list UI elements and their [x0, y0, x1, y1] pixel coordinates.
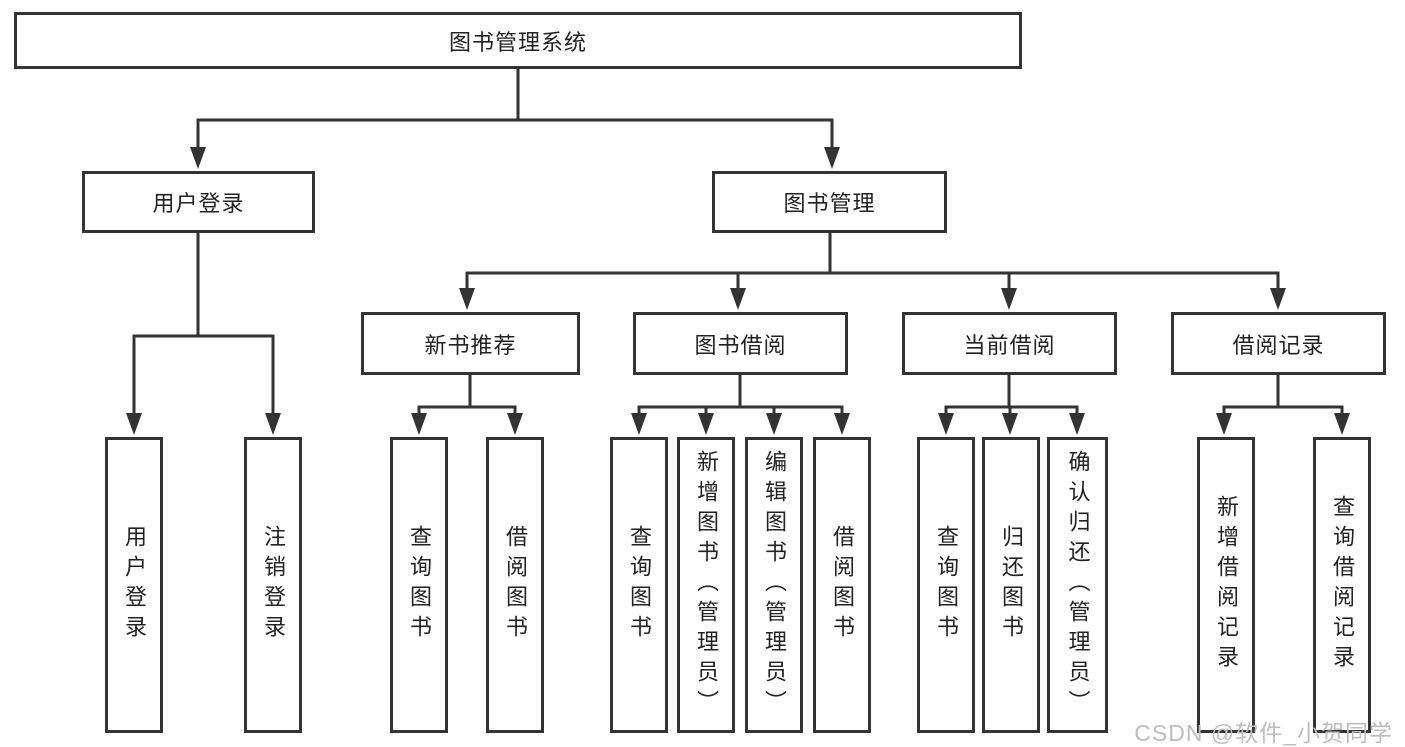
node-book-borrowing-label: 图书借阅 [694, 332, 787, 358]
node-book-management-label: 图书管理 [783, 191, 876, 216]
csdn-watermark: CSDN @软件_小贺同学 [1134, 720, 1393, 746]
node-query-books-borrowing-label: 查询图书 [627, 525, 652, 645]
node-return-books-label: 归还图书 [999, 525, 1024, 645]
node-library-management-system: 图书管理系统 [14, 12, 1022, 69]
node-borrow-books-borrowing: 借阅图书 [813, 437, 871, 733]
node-edit-books-admin: 编辑图书（管理员） [745, 437, 803, 733]
node-query-books-recommendation-label: 查询图书 [407, 525, 432, 645]
node-add-borrowing-record: 新增借阅记录 [1197, 437, 1255, 733]
node-library-management-system-label: 图书管理系统 [448, 29, 587, 55]
node-add-books-admin: 新增图书（管理员） [677, 437, 735, 733]
node-user-login: 用户登录 [82, 171, 315, 233]
node-user-login-label: 用户登录 [152, 191, 245, 216]
node-query-books-current: 查询图书 [917, 437, 975, 733]
node-borrow-books-recommendation-label: 借阅图书 [503, 525, 528, 645]
node-add-books-admin-label: 新增图书（管理员） [694, 450, 719, 720]
node-confirm-return-admin: 确认归还（管理员） [1047, 437, 1108, 733]
node-logout-action-label: 注销登录 [261, 525, 286, 645]
node-query-books-current-label: 查询图书 [934, 525, 959, 645]
node-user-login-action-label: 用户登录 [122, 525, 147, 645]
node-current-borrowing-label: 当前借阅 [963, 332, 1056, 358]
node-current-borrowing: 当前借阅 [902, 312, 1117, 375]
node-add-borrowing-record-label: 新增借阅记录 [1214, 495, 1239, 675]
node-borrowing-records-label: 借阅记录 [1232, 332, 1325, 358]
node-query-borrowing-record-label: 查询借阅记录 [1330, 495, 1355, 675]
node-book-borrowing: 图书借阅 [633, 312, 848, 375]
node-borrow-books-recommendation: 借阅图书 [486, 437, 544, 733]
node-confirm-return-admin-label: 确认归还（管理员） [1065, 450, 1091, 720]
node-edit-books-admin-label: 编辑图书（管理员） [762, 450, 787, 720]
node-query-books-recommendation: 查询图书 [390, 437, 448, 733]
node-return-books: 归还图书 [982, 437, 1040, 733]
node-query-borrowing-record: 查询借阅记录 [1313, 437, 1371, 733]
node-logout-action: 注销登录 [244, 437, 302, 733]
node-borrow-books-borrowing-label: 借阅图书 [830, 525, 855, 645]
node-new-book-recommendation-label: 新书推荐 [424, 332, 517, 358]
node-book-management: 图书管理 [712, 171, 947, 233]
node-new-book-recommendation: 新书推荐 [361, 312, 580, 375]
node-query-books-borrowing: 查询图书 [610, 437, 668, 733]
node-user-login-action: 用户登录 [105, 437, 163, 733]
node-borrowing-records: 借阅记录 [1171, 312, 1386, 375]
